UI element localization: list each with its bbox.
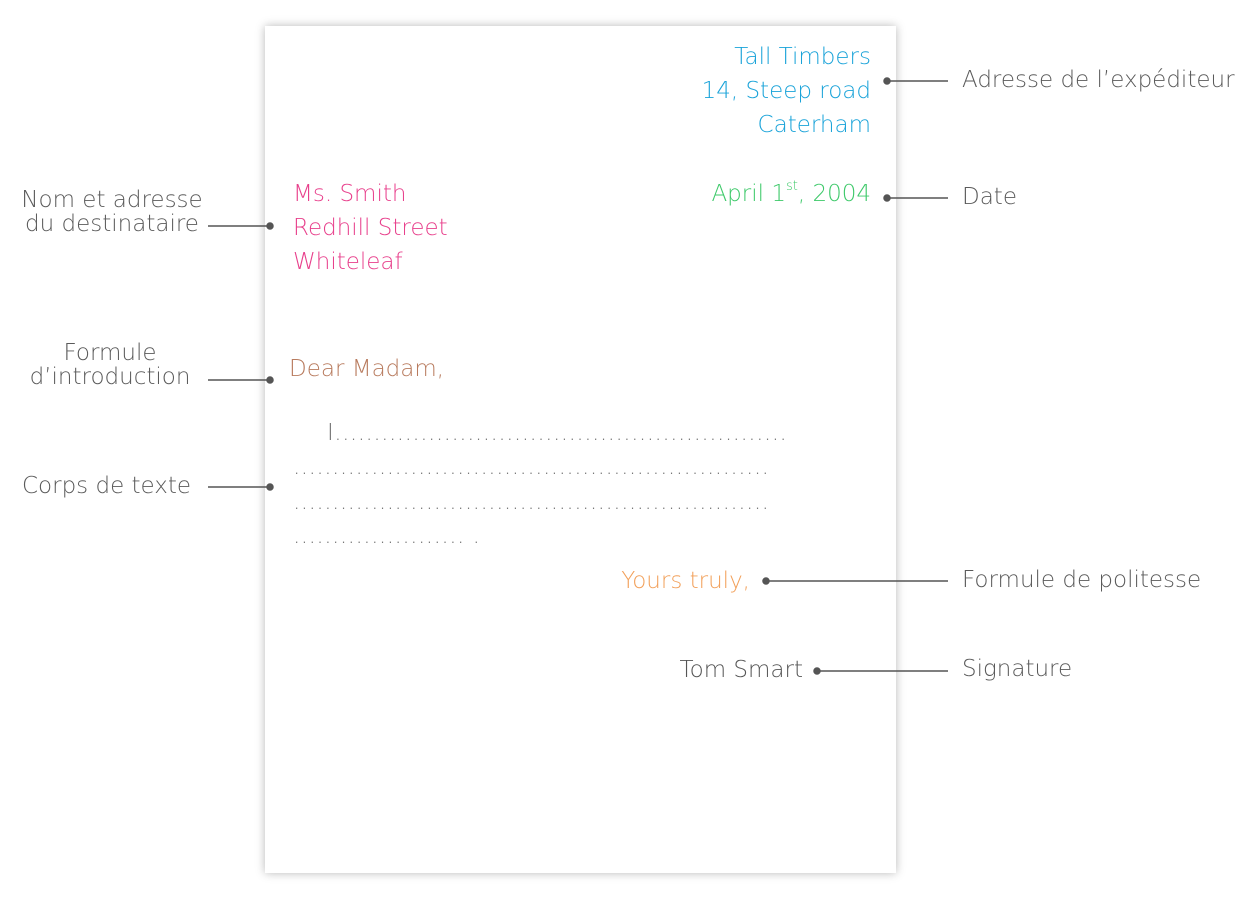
- recipient-line-1: Ms. Smith: [293, 181, 407, 207]
- label-date: Date: [962, 184, 1017, 210]
- date-month-day: April 1: [711, 181, 786, 207]
- label-salutation: Formule d’introduction: [10, 341, 210, 389]
- sender-address: Tall Timbers 14, Steep road Caterham: [560, 40, 871, 142]
- body-line-4: ...................... .: [293, 523, 481, 549]
- signature: Tom Smart: [679, 657, 803, 683]
- recipient-line-2: Redhill Street: [293, 215, 448, 241]
- date-suffix: st: [785, 179, 798, 195]
- letter-date: April 1st, 2004: [560, 177, 871, 211]
- label-recipient-line-2: du destinataire: [25, 211, 199, 237]
- sender-line-3: Caterham: [757, 112, 871, 138]
- recipient-address: Ms. Smith Redhill Street Whiteleaf: [293, 177, 448, 279]
- body-line-3: ........................................…: [293, 489, 770, 515]
- recipient-line-3: Whiteleaf: [293, 249, 403, 275]
- letter-page: [265, 26, 896, 873]
- sender-line-2: 14, Steep road: [701, 78, 871, 104]
- label-signature: Signature: [962, 656, 1073, 682]
- body-line-2: ........................................…: [293, 454, 770, 480]
- label-salutation-line-1: Formule: [63, 340, 157, 366]
- label-sender: Adresse de l’expéditeur: [962, 67, 1235, 93]
- body-line-1: I.......................................…: [327, 420, 788, 446]
- label-salutation-line-2: d’introduction: [29, 364, 191, 390]
- label-body: Corps de texte: [22, 473, 192, 499]
- sender-line-1: Tall Timbers: [734, 44, 871, 70]
- label-recipient-line-1: Nom et adresse: [21, 187, 203, 213]
- date-year: , 2004: [797, 181, 871, 207]
- label-closing: Formule de politesse: [962, 567, 1202, 593]
- label-recipient: Nom et adresse du destinataire: [10, 188, 214, 236]
- closing: Yours truly,: [621, 568, 750, 594]
- salutation: Dear Madam,: [289, 356, 445, 382]
